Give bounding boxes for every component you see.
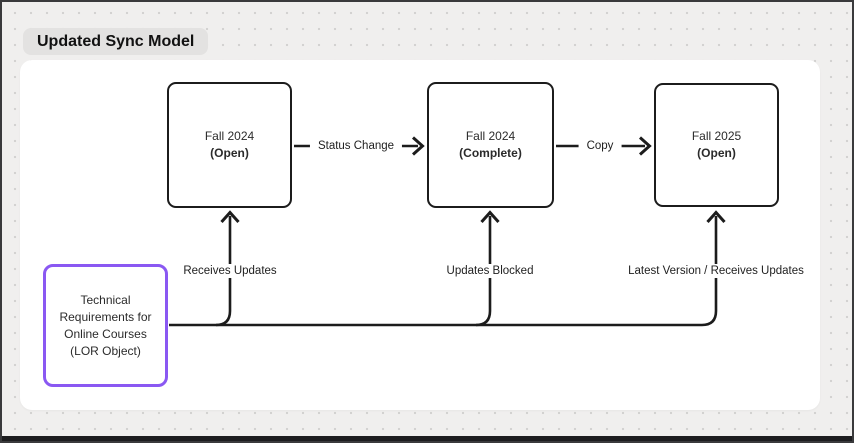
node-label-line1: Fall 2024 [465, 129, 516, 143]
node-status-line: (Open) [697, 146, 736, 160]
node-label-line1: Fall 2025 [691, 129, 742, 143]
node-status-line: (Open) [210, 146, 249, 160]
lor-line-3: Online Courses [64, 326, 147, 341]
connector-label-updates-blocked[interactable]: Updates Blocked [438, 264, 542, 278]
diagram-title[interactable]: Updated Sync Model [23, 28, 209, 55]
node-lor-object[interactable]: Technical Requirements for Online Course… [43, 264, 168, 387]
connector-label-copy[interactable]: Copy [578, 139, 622, 153]
node-fall-2025-open[interactable]: Fall 2025 (Open) [654, 83, 779, 207]
node-status-line: (Complete) [459, 146, 522, 160]
connector-label-latest-version[interactable]: Latest Version / Receives Updates [620, 264, 812, 278]
connector-label-status-change[interactable]: Status Change [309, 139, 403, 153]
node-label-line1: Fall 2024 [204, 129, 255, 143]
connector-label-receives-updates[interactable]: Receives Updates [175, 264, 285, 278]
node-fall-2024-complete[interactable]: Fall 2024 (Complete) [427, 82, 554, 208]
lor-line-4: (LOR Object) [70, 343, 141, 358]
window-bottom-edge [2, 436, 852, 441]
lor-line-1: Technical [80, 292, 131, 307]
lor-line-2: Requirements for [59, 309, 152, 324]
node-fall-2024-open[interactable]: Fall 2024 (Open) [167, 82, 292, 208]
